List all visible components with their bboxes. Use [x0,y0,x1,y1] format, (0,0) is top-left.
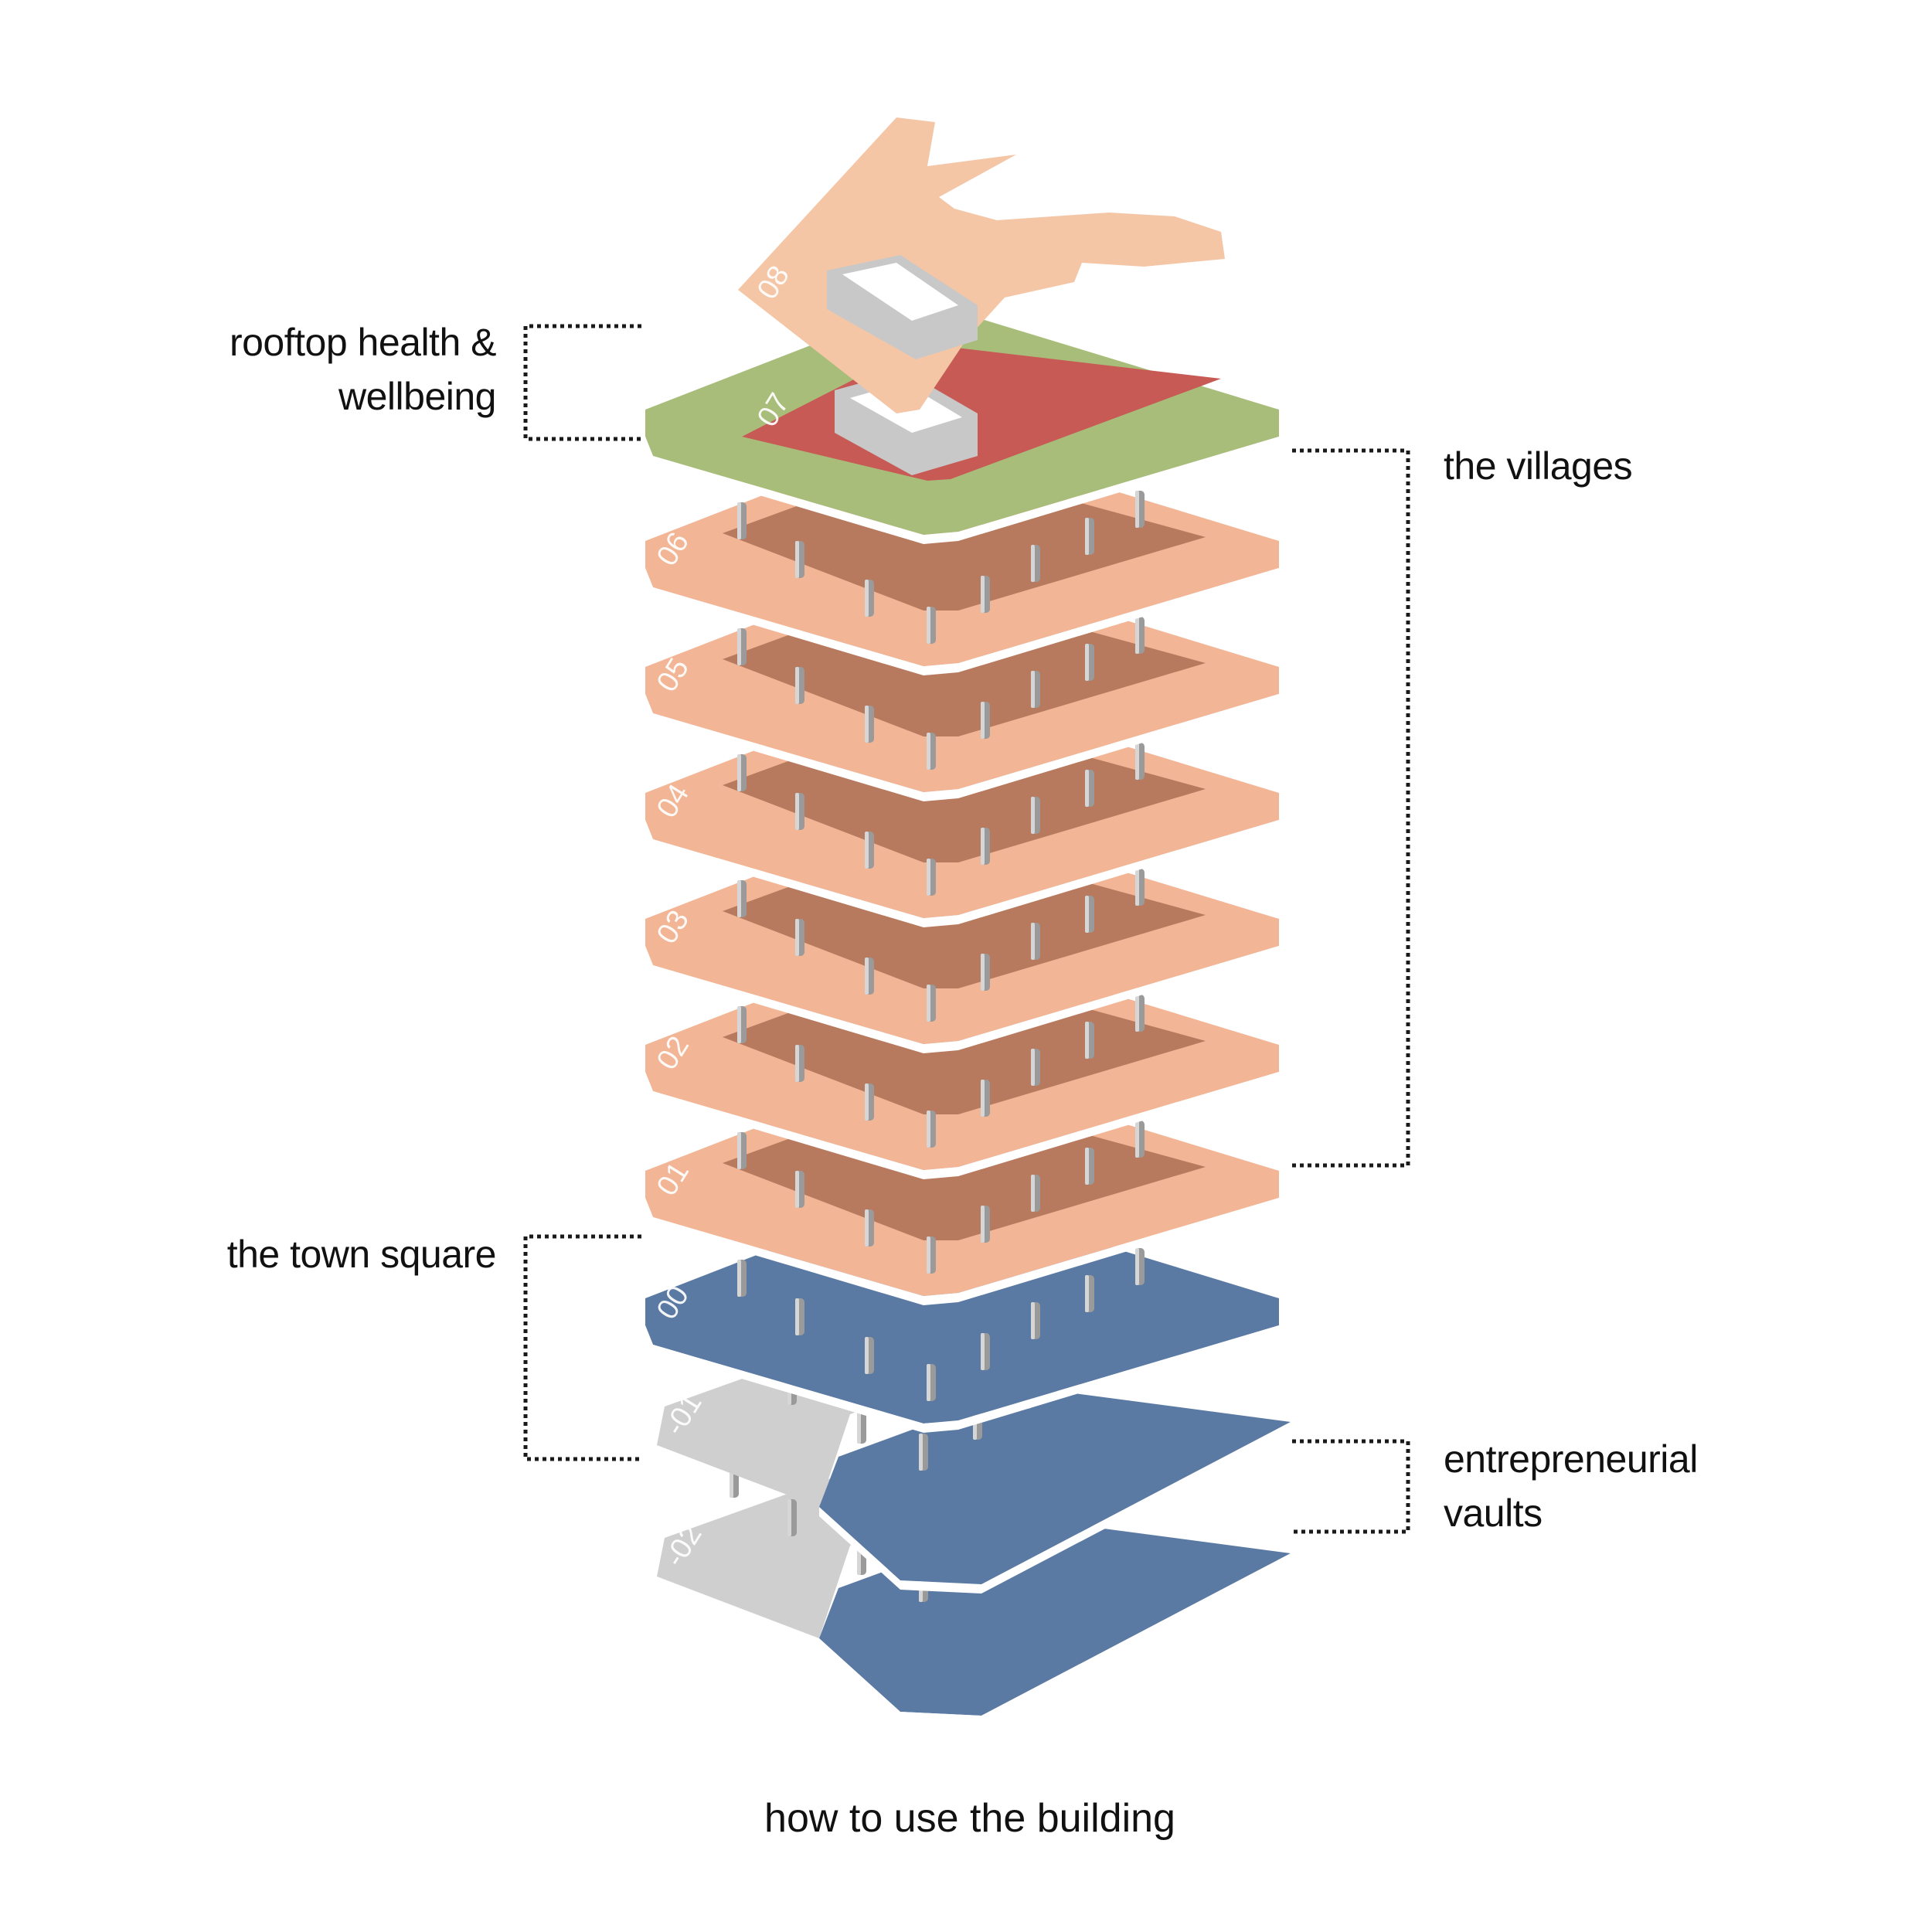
floor-00-column-hl-0 [737,1260,741,1297]
floor-03-column-hl-1 [795,919,799,956]
floor-02-column-hl-5 [1031,1049,1035,1086]
floor-05-column-hl-3 [927,733,930,770]
zone-vaults: entrepreneurial vaults [1292,1437,1698,1535]
zone-vaults-line1: entrepreneurial [1444,1437,1698,1481]
floor-02-column-hl-2 [865,1083,869,1121]
floor-04-column-hl-6 [1085,770,1089,807]
bracket-villages [1292,448,1410,1168]
floor-02-column-hl-3 [927,1111,930,1148]
floor-05-column-hl-6 [1085,644,1089,681]
floor-05-column-hl-2 [865,706,869,743]
zone-town-square: the town square [227,1233,641,1461]
floor-00-column-hl-1 [795,1298,799,1335]
floor--01-column-hl-2 [857,1406,861,1444]
floor-08: 08 [738,117,1225,413]
floor-01-column-hl-6 [1085,1148,1089,1185]
floor-01-column-hl-2 [865,1209,869,1247]
floor--01-column-hl-3 [919,1434,923,1471]
floor-01-column-hl-4 [981,1206,985,1243]
floor-05-column-hl-5 [1031,671,1035,708]
floor-04-column-hl-1 [795,793,799,830]
zone-rooftop-line1: rooftop health & [230,321,496,364]
floor-04-column-hl-3 [927,859,930,896]
floor-06-column-hl-6 [1085,518,1089,555]
bracket-rooftop [523,324,641,441]
bracket-vaults [1292,1439,1410,1534]
zone-rooftop: rooftop health & wellbeing [230,321,641,441]
floor-01-column-hl-7 [1135,1121,1139,1158]
floor-03-column-hl-6 [1085,896,1089,933]
floor--02-column-hl-1 [787,1499,791,1536]
floor-08-core-top [842,263,958,321]
floor-04-column-hl-0 [737,754,741,791]
floor-02-column-hl-4 [981,1080,985,1117]
floor-00-column-hl-6 [1085,1275,1089,1312]
floor-03-column-hl-7 [1135,869,1139,906]
floor-06-column-hl-7 [1135,491,1139,528]
floor-00-column-hl-5 [1031,1302,1035,1339]
floor-02-column-hl-0 [737,1006,741,1043]
zone-villages: the villages [1292,444,1633,1168]
floor-03-column-hl-4 [981,954,985,991]
floor-05-column-hl-1 [795,667,799,704]
floor-00-column-hl-3 [927,1364,930,1401]
floor-02-column-hl-7 [1135,995,1139,1032]
floor-08-slab [738,117,1225,413]
zone-rooftop-line2: wellbeing [338,375,496,418]
floor-02-column-hl-6 [1085,1022,1089,1059]
floor-04-column-hl-7 [1135,743,1139,780]
floor-02-column-hl-1 [795,1045,799,1082]
floor-03-column-hl-0 [737,880,741,917]
zone-town-square-line1: the town square [227,1233,496,1276]
floor-03-column-hl-3 [927,985,930,1022]
floor-01-column-hl-5 [1031,1175,1035,1212]
floor-01-column-hl-0 [737,1132,741,1169]
floor-05-column-hl-0 [737,628,741,665]
floor-00-column-hl-4 [981,1333,985,1370]
floor-06-column-hl-5 [1031,545,1035,582]
floor-06-column-hl-2 [865,580,869,617]
floor-06-column-hl-0 [737,502,741,539]
floor-00-column-hl-2 [865,1337,869,1374]
zone-vaults-line2: vaults [1444,1492,1543,1535]
diagram-title: how to use the building [764,1796,1175,1841]
floor--01-blue-slab [819,1387,1291,1584]
floor-06-column-hl-4 [981,576,985,613]
floor-05-column-hl-4 [981,702,985,739]
floor-01-column-hl-3 [927,1236,930,1274]
floor-04-column-hl-2 [865,832,869,869]
floor-05-column-hl-7 [1135,617,1139,654]
zone-villages-line1: the villages [1444,444,1632,488]
floor-00-column-hl-7 [1135,1248,1139,1285]
floor-06-column-hl-3 [927,607,930,644]
bracket-town-square [523,1234,641,1461]
floor-01-column-hl-1 [795,1171,799,1208]
floor-04-column-hl-4 [981,828,985,865]
floor-04-column-hl-5 [1031,797,1035,834]
floor-03-column-hl-5 [1031,923,1035,960]
floor-03-column-hl-2 [865,957,869,995]
floor-06-column-hl-1 [795,541,799,578]
